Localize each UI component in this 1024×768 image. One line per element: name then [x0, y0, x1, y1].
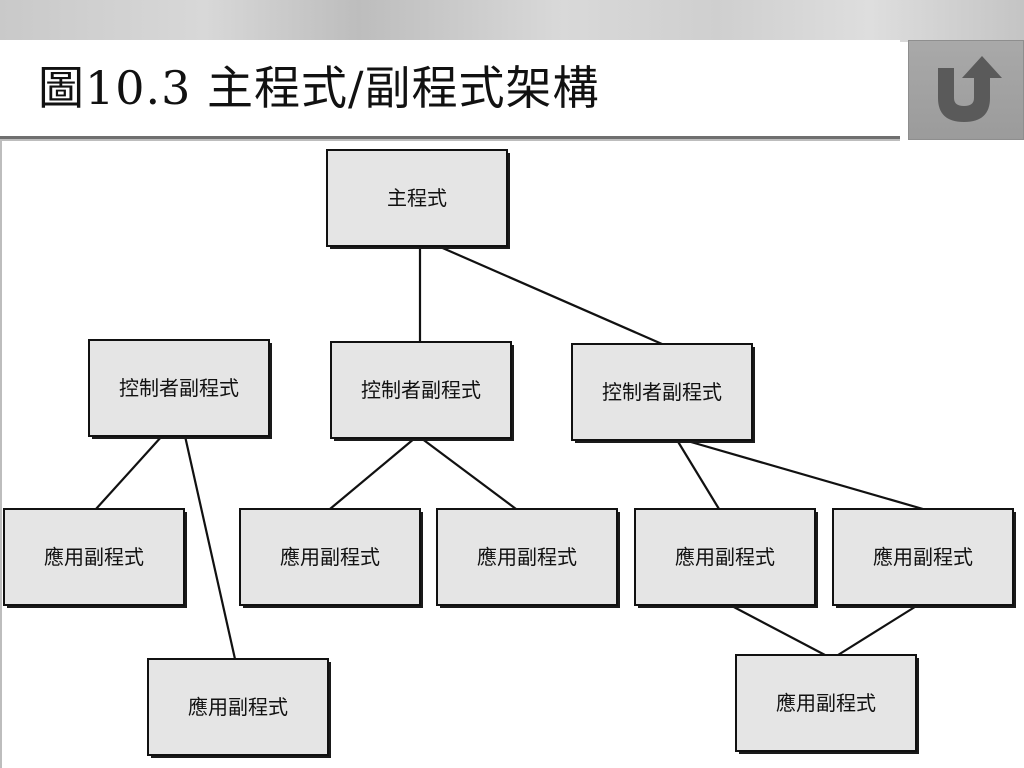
header-texture: [0, 0, 1024, 42]
node-box: [239, 508, 421, 606]
node-label: 應用副程式: [280, 545, 380, 569]
node-box: [634, 508, 816, 606]
node-app5: 應用副程式: [634, 508, 818, 608]
edge-ctrl3-app5: [676, 439, 720, 510]
node-label: 應用副程式: [477, 545, 577, 569]
node-label: 控制者副程式: [602, 380, 722, 404]
node-ctrl1: 控制者副程式: [88, 339, 272, 439]
node-box: [3, 508, 185, 606]
node-label: 控制者副程式: [361, 378, 481, 402]
node-app2: 應用副程式: [147, 658, 331, 758]
back-button[interactable]: [908, 40, 1024, 140]
edge-app5-app7: [729, 604, 826, 656]
node-box: [436, 508, 618, 606]
node-label: 主程式: [387, 186, 447, 210]
node-label: 應用副程式: [873, 545, 973, 569]
node-label: 應用副程式: [44, 545, 144, 569]
edge-ctrl1-app1: [95, 435, 163, 510]
edge-main-ctrl3: [437, 244, 663, 346]
return-arrow-icon: [938, 56, 1002, 122]
node-box: [330, 341, 512, 439]
diagram-edges: [95, 244, 924, 660]
node-label: 控制者副程式: [119, 376, 239, 400]
node-label: 應用副程式: [188, 695, 288, 719]
edge-ctrl3-app6: [683, 438, 924, 511]
node-main: 主程式: [326, 149, 510, 249]
edge-app6-app7: [837, 604, 919, 656]
node-label: 應用副程式: [776, 691, 876, 715]
node-box: [832, 508, 1014, 606]
node-box: [88, 339, 270, 437]
node-box: [147, 658, 329, 756]
node-app7: 應用副程式: [735, 654, 919, 754]
node-app3: 應用副程式: [239, 508, 423, 608]
edge-ctrl2-app4: [420, 437, 517, 510]
program-structure-diagram: 主程式控制者副程式控制者副程式控制者副程式應用副程式應用副程式應用副程式應用副程…: [3, 149, 1016, 758]
node-label: 應用副程式: [675, 545, 775, 569]
node-app4: 應用副程式: [436, 508, 620, 608]
edge-ctrl1-app2: [183, 435, 237, 660]
diagram-nodes: 主程式控制者副程式控制者副程式控制者副程式應用副程式應用副程式應用副程式應用副程…: [3, 149, 1016, 758]
node-box: [571, 343, 753, 441]
node-box: [735, 654, 917, 752]
title-bar: [0, 40, 900, 139]
node-app1: 應用副程式: [3, 508, 187, 608]
node-box: [326, 149, 508, 247]
node-app6: 應用副程式: [832, 508, 1016, 608]
left-border: [0, 140, 2, 768]
node-ctrl2: 控制者副程式: [330, 341, 514, 441]
page-title: 圖10.3 主程式/副程式架構: [38, 61, 600, 115]
edge-ctrl2-app3: [329, 437, 416, 510]
node-ctrl3: 控制者副程式: [571, 343, 755, 443]
